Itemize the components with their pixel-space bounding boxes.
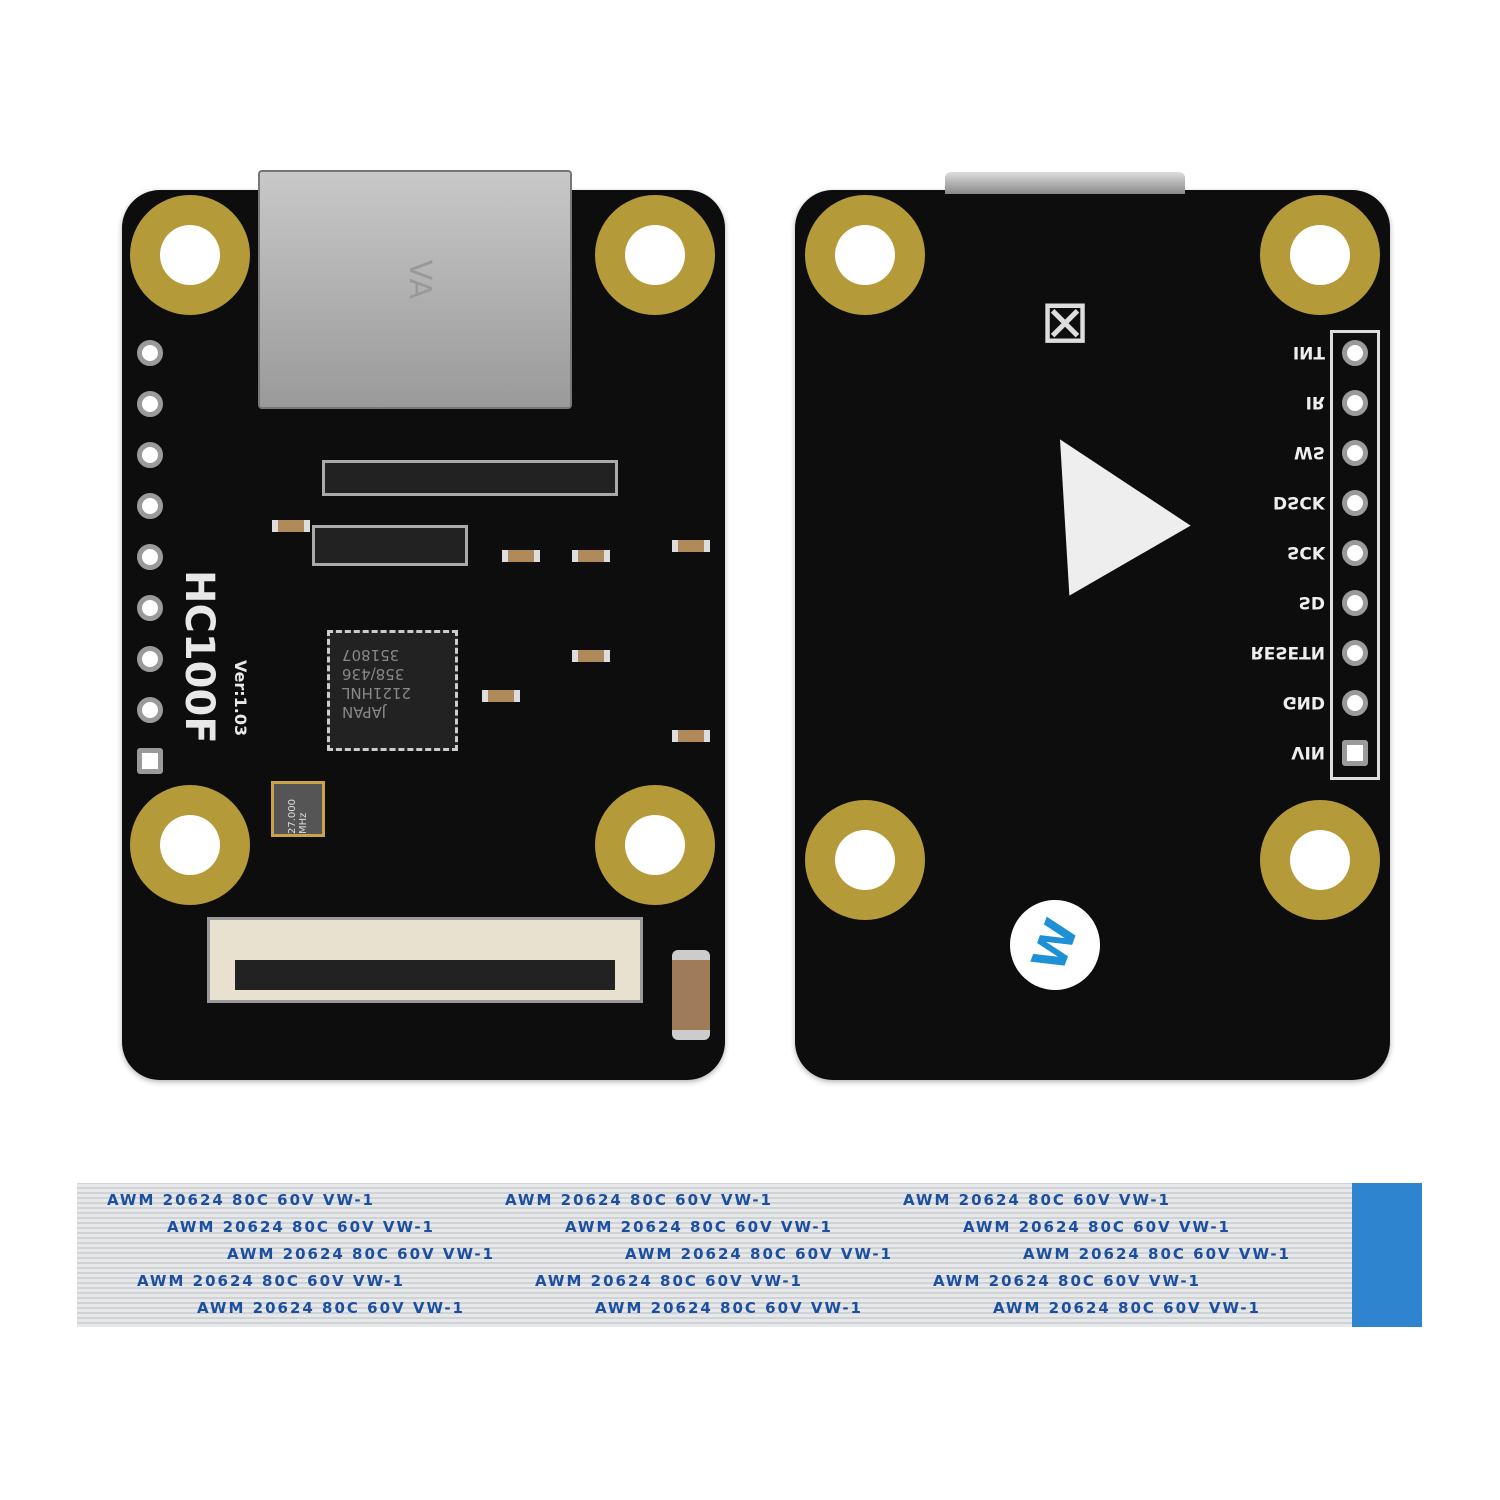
header-pin <box>137 595 163 621</box>
cable-print: AWM 20624 80C 60V VW-1 <box>197 1299 465 1317</box>
header-pin <box>1342 690 1368 716</box>
esd-warning-icon <box>999 404 1191 596</box>
crystal: 27.000 MHz <box>271 781 325 837</box>
cable-print: AWM 20624 80C 60V VW-1 <box>993 1299 1261 1317</box>
header-pin <box>137 544 163 570</box>
mounting-hole <box>130 785 250 905</box>
cable-print: AWM 20624 80C 60V VW-1 <box>595 1299 863 1317</box>
connector-mark: VA <box>402 259 438 300</box>
hdmi-connector-back <box>945 172 1185 194</box>
cable-print-row: AWM 20624 80C 60V VW-1 AWM 20624 80C 60V … <box>107 1191 1171 1209</box>
header-pin <box>1342 740 1368 766</box>
cable-print: AWM 20624 80C 60V VW-1 <box>107 1191 375 1209</box>
header-pin <box>137 340 163 366</box>
header-pin <box>1342 590 1368 616</box>
cable-print-row: AWM 20624 80C 60V VW-1 AWM 20624 80C 60V … <box>197 1299 1261 1317</box>
cable-print: AWM 20624 80C 60V VW-1 <box>505 1191 773 1209</box>
header-pin <box>1342 640 1368 666</box>
version-label: Ver:1.03 <box>231 660 250 737</box>
pin-label: SCK <box>1287 542 1325 562</box>
cable-print: AWM 20624 80C 60V VW-1 <box>625 1245 893 1263</box>
back-pcb: INT IR WS DSCK SCK SD RESETN GND VIN ⊠ W <box>795 190 1390 1080</box>
resistor <box>672 730 710 742</box>
cable-print: AWM 20624 80C 60V VW-1 <box>565 1218 833 1236</box>
capacitor <box>672 950 710 1040</box>
pin-label: RESETN <box>1250 642 1325 662</box>
chip-text: 2121HNL <box>342 684 412 702</box>
chip-text: 358/436 <box>342 665 405 683</box>
mounting-hole <box>1260 800 1380 920</box>
header-pin <box>137 748 163 774</box>
mounting-hole <box>805 800 925 920</box>
mounting-hole <box>130 195 250 315</box>
cable-print: AWM 20624 80C 60V VW-1 <box>167 1218 435 1236</box>
pin-label: WS <box>1294 442 1325 462</box>
header-pin <box>1342 490 1368 516</box>
cable-print-row: AWM 20624 80C 60V VW-1 AWM 20624 80C 60V … <box>227 1245 1291 1263</box>
header-pin <box>137 493 163 519</box>
waveshare-logo: W <box>997 887 1113 1003</box>
pin-label: IR <box>1305 392 1325 412</box>
header-pin <box>1342 440 1368 466</box>
resistor <box>482 690 520 702</box>
hdmi-connector[interactable]: VA <box>258 170 572 409</box>
mounting-hole <box>595 785 715 905</box>
model-label: HC100F <box>176 570 222 744</box>
resistor <box>272 520 310 532</box>
main-chip: JAPAN 2121HNL 358/436 351807 <box>327 630 458 751</box>
header-pin <box>1342 390 1368 416</box>
cable-print: AWM 20624 80C 60V VW-1 <box>933 1272 1201 1290</box>
cable-print: AWM 20624 80C 60V VW-1 <box>963 1218 1231 1236</box>
chip-text: 351807 <box>342 646 400 664</box>
ic-row <box>312 525 468 566</box>
header-pin <box>1342 340 1368 366</box>
crystal-label: 27.000 MHz <box>287 799 309 834</box>
cable-print: AWM 20624 80C 60V VW-1 <box>535 1272 803 1290</box>
cable-stiffener-tab <box>1352 1183 1422 1327</box>
weee-icon: ⊠ <box>1039 287 1091 357</box>
ic-row <box>322 460 618 496</box>
cable-print-row: AWM 20624 80C 60V VW-1 AWM 20624 80C 60V … <box>167 1218 1231 1236</box>
cable-print: AWM 20624 80C 60V VW-1 <box>903 1191 1171 1209</box>
pin-label: DSCK <box>1272 492 1325 512</box>
pin-label: SD <box>1298 592 1325 612</box>
pin-label: GND <box>1282 692 1325 712</box>
resistor <box>672 540 710 552</box>
resistor <box>502 550 540 562</box>
cable-print: AWM 20624 80C 60V VW-1 <box>137 1272 405 1290</box>
header-pin <box>137 391 163 417</box>
header-pin <box>137 646 163 672</box>
mounting-hole <box>595 195 715 315</box>
pin-label: INT <box>1292 342 1325 362</box>
mounting-hole <box>805 195 925 315</box>
pin-label: VIN <box>1291 742 1325 762</box>
resistor <box>572 550 610 562</box>
header-pin <box>137 442 163 468</box>
header-pin <box>137 697 163 723</box>
pin-header <box>1330 330 1380 780</box>
resistor <box>572 650 610 662</box>
chip-text: JAPAN <box>342 703 386 721</box>
ffc-connector[interactable] <box>207 917 643 1003</box>
mounting-hole <box>1260 195 1380 315</box>
header-pin <box>1342 540 1368 566</box>
cable-print: AWM 20624 80C 60V VW-1 <box>1023 1245 1291 1263</box>
cable-print: AWM 20624 80C 60V VW-1 <box>227 1245 495 1263</box>
cable-print-row: AWM 20624 80C 60V VW-1 AWM 20624 80C 60V … <box>137 1272 1201 1290</box>
